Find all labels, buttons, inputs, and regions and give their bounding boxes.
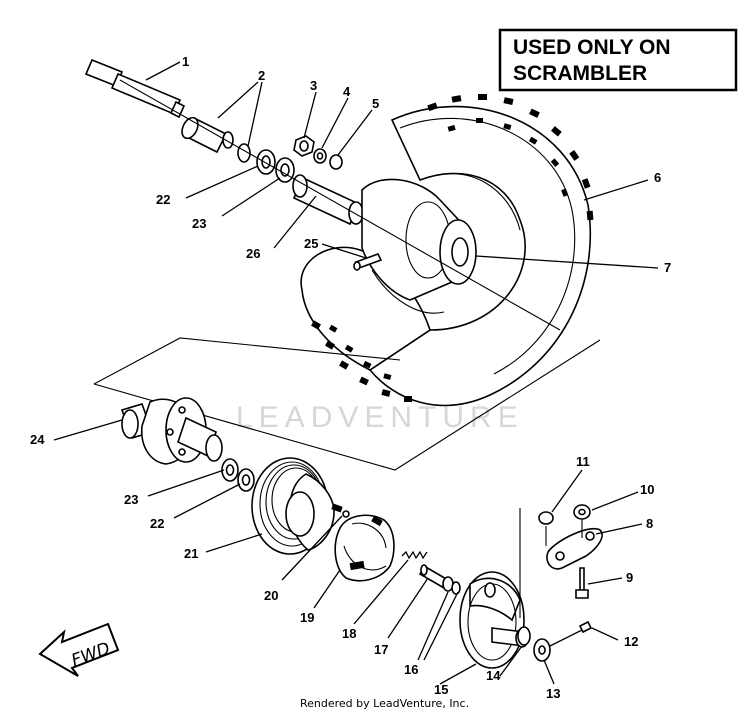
callout-20: 20: [264, 588, 278, 603]
forward-arrow-icon: FWD: [38, 622, 120, 677]
callout-2: 2: [258, 68, 265, 83]
footer-credit: Rendered by LeadVenture, Inc.: [300, 697, 469, 710]
brake-backing-plate-icon: [459, 571, 529, 669]
usage-banner: USED ONLY ON SCRAMBLER: [498, 28, 738, 92]
callout-16: 16: [404, 662, 418, 677]
hub-hardware: [293, 135, 343, 170]
callout-9: 9: [626, 570, 633, 585]
brake-spring: [401, 550, 428, 560]
brake-shoe-icon: [334, 514, 395, 582]
callout-23-bottom: 23: [124, 492, 138, 507]
assembly-axis-line: [119, 79, 561, 331]
bearing-and-sleeve: [256, 149, 364, 226]
callout-1: 1: [182, 54, 189, 69]
callout-numbers: 1 2 3 4 5 6 7 22 23 26 25 24 23 22 21 20…: [30, 54, 671, 701]
callout-10: 10: [640, 482, 654, 497]
banner-line1: USED ONLY ON: [513, 36, 671, 59]
callout-18: 18: [342, 626, 356, 641]
banner-line2: SCRAMBLER: [513, 62, 647, 85]
callout-6: 6: [654, 170, 661, 185]
brake-drum-icon: [251, 457, 350, 555]
callout-25: 25: [304, 236, 318, 251]
callout-13: 13: [546, 686, 560, 701]
callout-12: 12: [624, 634, 638, 649]
callout-5: 5: [372, 96, 379, 111]
callout-19: 19: [300, 610, 314, 625]
callout-8: 8: [646, 516, 653, 531]
callout-21: 21: [184, 546, 198, 561]
callout-22-bottom: 22: [150, 516, 164, 531]
callout-leader-lines: [53, 61, 659, 685]
brake-cam: [418, 564, 461, 595]
watermark-text: LEADVENTURE: [236, 401, 524, 434]
callout-4: 4: [343, 84, 351, 99]
wheel-hub-icon: [120, 397, 223, 465]
callout-23-top: 23: [192, 216, 206, 231]
callout-17: 17: [374, 642, 388, 657]
spacer-set: [181, 116, 251, 163]
valve-stem: [353, 253, 383, 271]
callout-11: 11: [576, 454, 590, 469]
callout-3: 3: [310, 78, 317, 93]
callout-7: 7: [664, 260, 671, 275]
callout-14: 14: [486, 668, 501, 683]
backing-plate-hardware: [517, 620, 593, 662]
callout-26: 26: [246, 246, 260, 261]
brake-arm: [519, 504, 603, 618]
callout-24: 24: [30, 432, 45, 447]
wheel-rim-icon: [361, 178, 477, 314]
callout-15: 15: [434, 682, 448, 697]
lower-bearing-set: [221, 458, 255, 492]
callout-22-top: 22: [156, 192, 170, 207]
